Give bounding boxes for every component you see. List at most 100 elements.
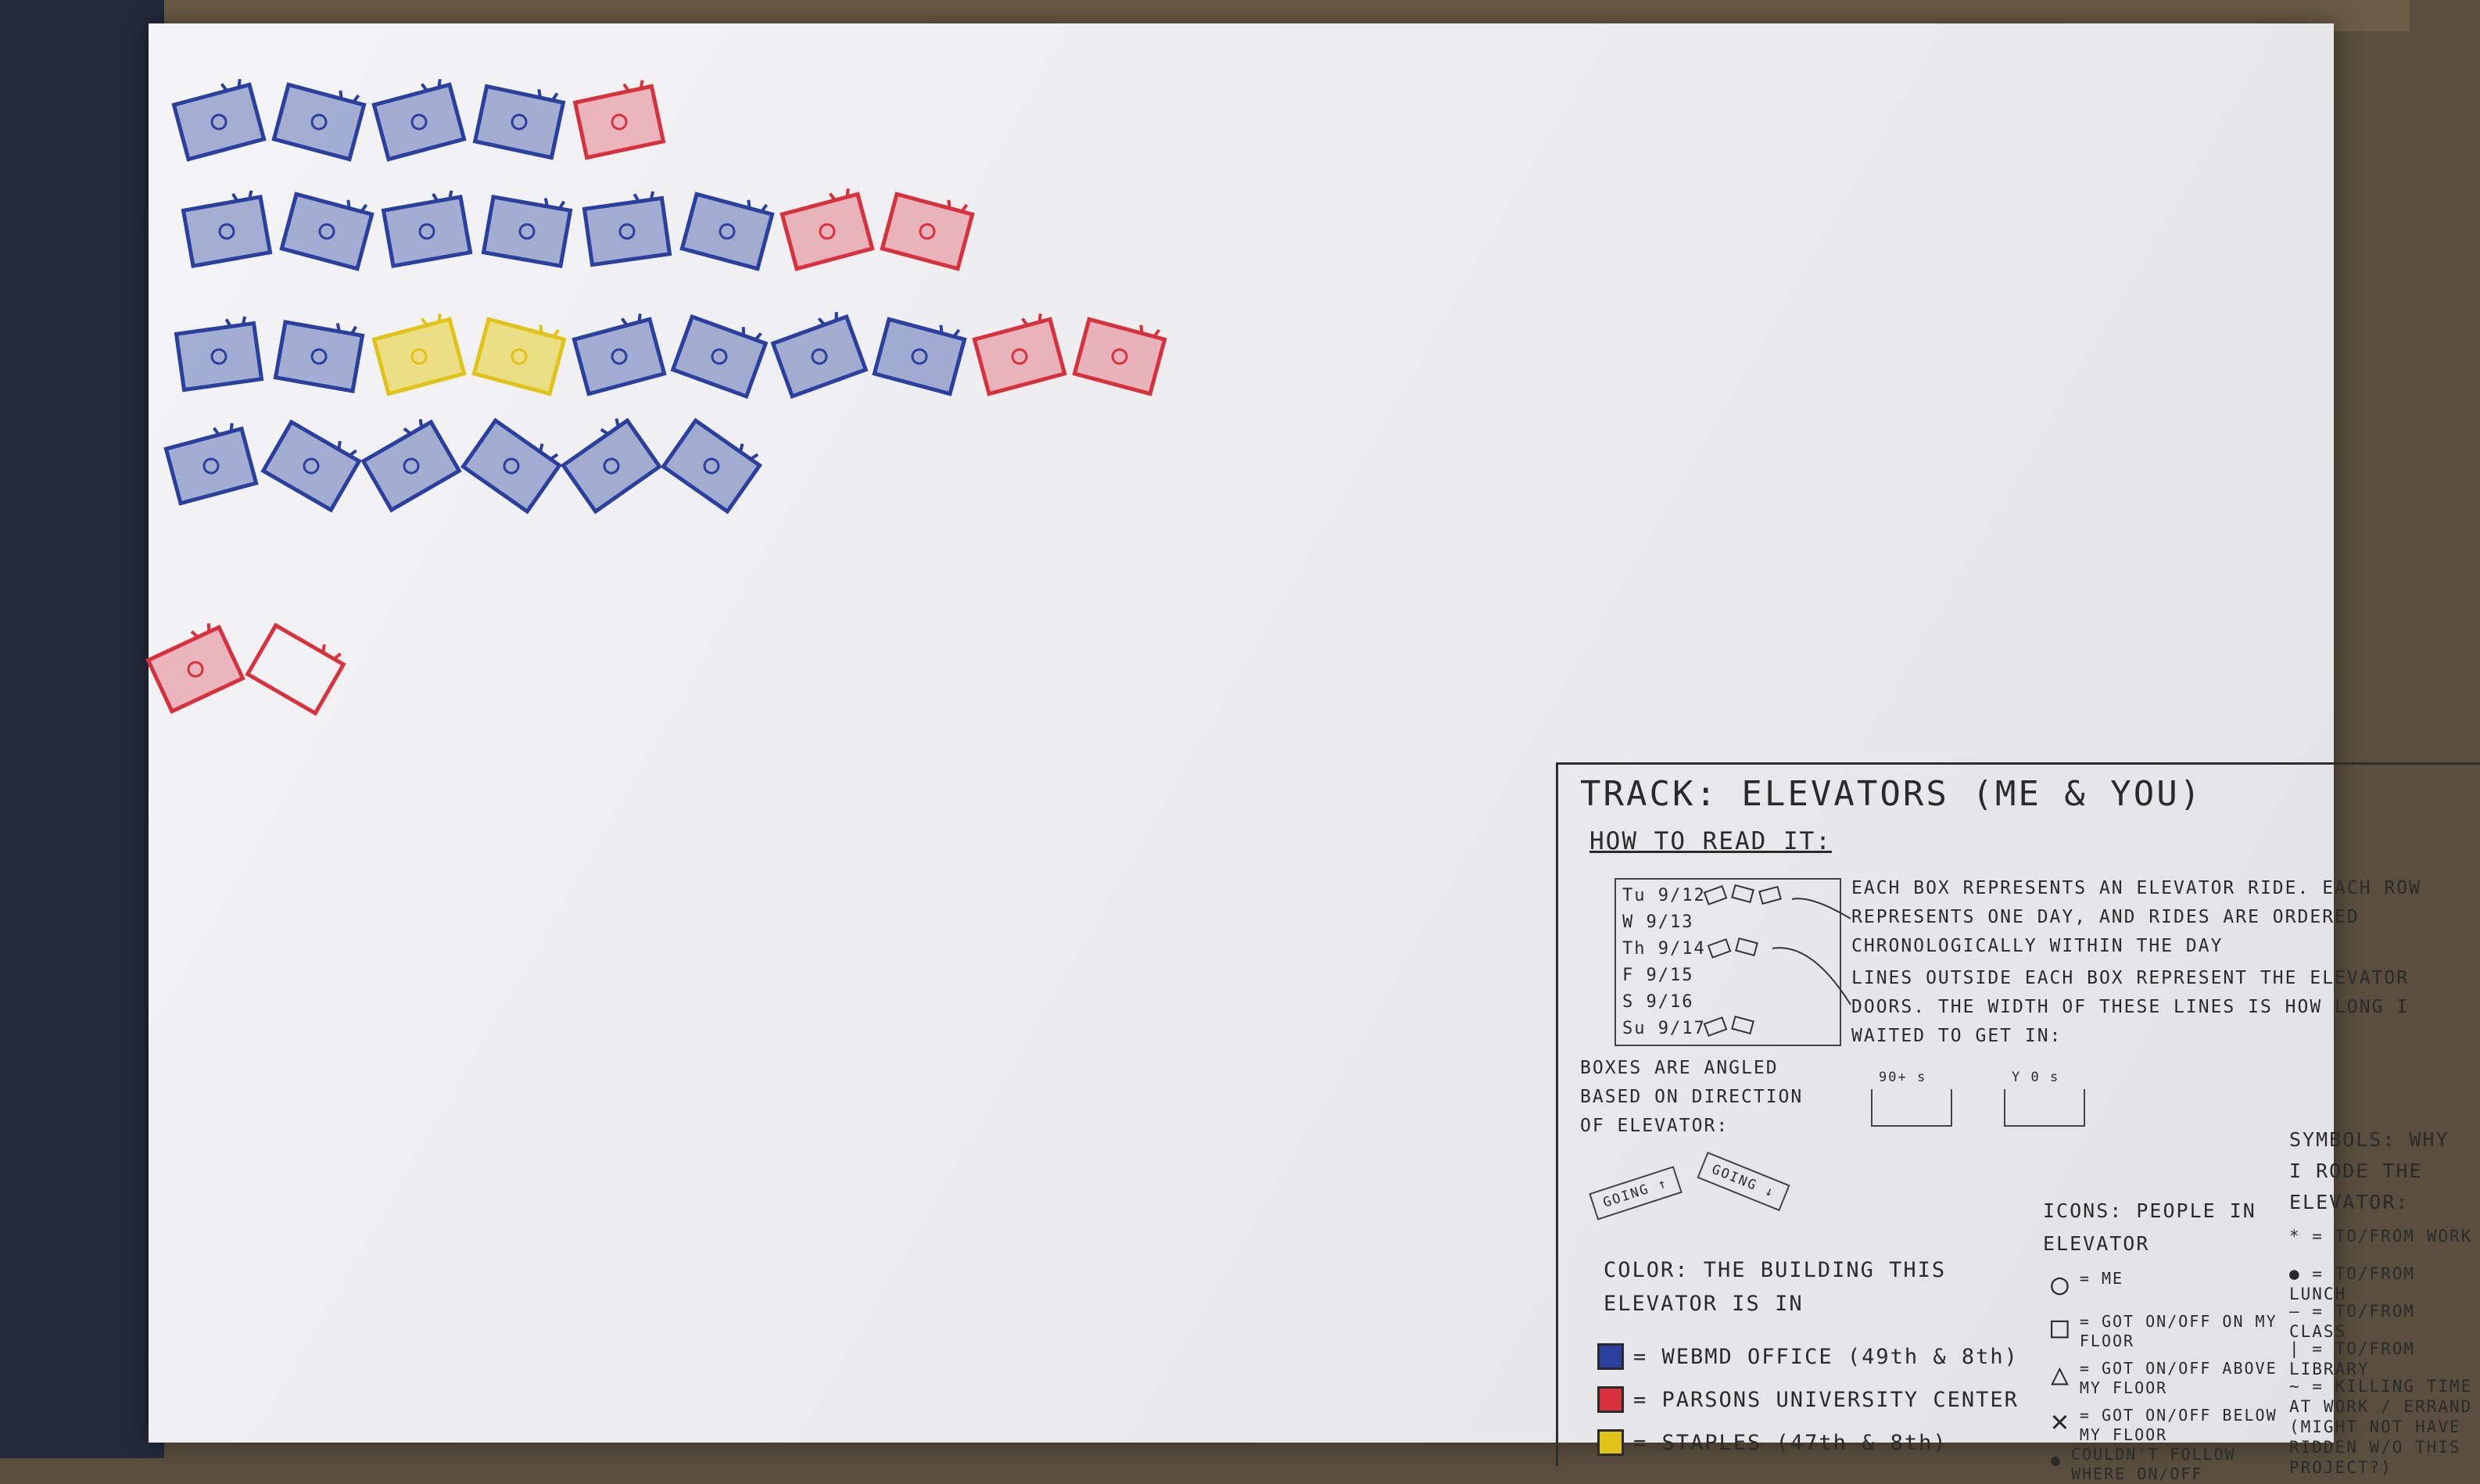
elevator-door-lines (335, 323, 358, 335)
me-circle-icon (303, 457, 320, 475)
elevator-box-outline (273, 319, 365, 394)
blue-swatch (1597, 1343, 1624, 1370)
elevator-door-lines (190, 623, 211, 639)
elevator-door-lines (337, 440, 357, 457)
elevator-door-lines (231, 190, 253, 203)
me-circle-icon (618, 223, 636, 240)
elevator-door-lines (224, 316, 247, 328)
me-circle-icon (410, 113, 428, 131)
yellow-swatch (1597, 1429, 1624, 1456)
square-icon: □ (2051, 1310, 2070, 1344)
elevator-box-outline (163, 426, 259, 506)
me-circle-icon (711, 348, 728, 365)
elevator-ride-box (181, 190, 273, 269)
elevator-door-lines (543, 198, 566, 210)
symbol-item-lunch: ● = TO/FROM LUNCH (2289, 1264, 2416, 1303)
color-item-label: = WEBMD OFFICE (49th & 8th) (1633, 1344, 2019, 1369)
me-circle-icon (611, 113, 628, 131)
elevator-ride-box (972, 313, 1067, 396)
me-circle-icon (310, 348, 328, 365)
elevator-ride-box (572, 313, 667, 396)
elevator-box-outline (679, 192, 775, 271)
me-circle-icon (403, 457, 420, 475)
elevator-ride-box (174, 316, 264, 393)
elevator-box-outline (471, 317, 567, 396)
elevator-door-lines (741, 327, 762, 341)
elevator-door-lines (321, 643, 342, 661)
icon-item-unknown: ● COULDN'T FOLLOW WHERE ON/OFF (2051, 1445, 2278, 1484)
elevator-ride-box (679, 192, 775, 271)
going-down-example: GOING ↓ (1697, 1152, 1790, 1211)
elevator-ride-box (279, 192, 375, 271)
elevator-door-lines (622, 80, 644, 92)
color-item-label: = PARSONS UNIVERSITY CENTER (1633, 1387, 2019, 1412)
elevator-ride-box (872, 317, 967, 396)
x-icon: ✕ (2051, 1403, 2070, 1438)
legend-title: TRACK: ELEVATORS (ME & YOU) (1580, 774, 2203, 814)
icon-item-label: COULDN'T FOLLOW WHERE ON/OFF (2071, 1445, 2236, 1483)
elevator-door-lines (339, 90, 360, 103)
elevator-ride-box (472, 84, 566, 160)
elevator-box-outline (560, 418, 663, 514)
icons-heading: ICONS: PEOPLE IN ELEVATOR (2043, 1199, 2256, 1255)
icon-item-label: = GOT ON/OFF ABOVE MY FLOOR (2079, 1359, 2278, 1397)
elevator-door-lines (346, 199, 368, 213)
rows-explanation: EACH BOX REPRESENTS AN ELEVATOR RIDE. EA… (1851, 878, 2421, 956)
elevator-box-outline (770, 314, 869, 400)
elevator-ride-box (245, 622, 346, 716)
elevator-box-outline (972, 317, 1067, 396)
elevator-ride-box (371, 78, 467, 162)
symbols-heading: SYMBOLS: WHY I RODE THE ELEVATOR: (2289, 1128, 2450, 1213)
mini-box (1731, 1015, 1754, 1035)
me-circle-icon (418, 223, 435, 240)
elevator-door-lines (539, 324, 561, 338)
dark-backing-board (0, 0, 164, 1458)
elevator-box-outline (660, 418, 763, 514)
elevator-door-lines (747, 199, 769, 213)
me-circle-icon (218, 223, 235, 240)
me-circle-icon (811, 348, 828, 365)
icon-item-above: △ = GOT ON/OFF ABOVE MY FLOOR (2051, 1359, 2278, 1398)
circle-icon: ○ (2051, 1267, 2070, 1301)
me-circle-icon (911, 348, 928, 365)
me-circle-icon (410, 348, 428, 365)
elevator-ride-box (271, 82, 367, 162)
me-circle-icon (210, 113, 228, 131)
me-circle-icon (518, 223, 536, 240)
elevator-box-outline (481, 194, 573, 269)
mini-day-label: Tu 9/12 (1622, 886, 1706, 905)
mini-box (1703, 885, 1728, 905)
mini-box (1731, 884, 1754, 904)
elevator-door-lines (1020, 313, 1042, 327)
elevator-ride-box (1072, 317, 1167, 396)
pointer-arrow (1772, 947, 1851, 1005)
icon-item-below: ✕ = GOT ON/OFF BELOW MY FLOOR (2051, 1406, 2278, 1445)
elevator-door-lines (212, 422, 234, 436)
elevator-ride-box (770, 312, 869, 400)
icon-item-label: = GOT ON/OFF ON MY FLOOR (2079, 1312, 2278, 1350)
elevator-box-outline (872, 317, 967, 396)
elevator-box-outline (245, 622, 346, 716)
mini-box (1703, 1016, 1728, 1037)
elevator-box-outline (181, 194, 273, 269)
mini-example: Tu 9/12 W 9/13 Th 9/14 F 9/15 S 9/16 Su … (1615, 878, 1851, 1046)
me-circle-icon (703, 457, 720, 475)
symbol-item-library: | = TO/FROM LIBRARY (2289, 1339, 2416, 1378)
elevator-ride-box (779, 188, 875, 271)
symbol-item-class: — = TO/FROM CLASS (2289, 1302, 2416, 1341)
mini-box (1735, 937, 1758, 957)
elevator-ride-box (260, 419, 362, 513)
elevator-ride-box (145, 623, 245, 715)
elevator-ride-box (371, 313, 467, 396)
me-circle-icon (819, 223, 836, 240)
elevator-ride-box (460, 418, 563, 514)
elevator-box-outline (271, 82, 367, 162)
elevator-box-outline (582, 195, 672, 267)
red-swatch (1597, 1386, 1624, 1413)
elevator-ride-box (660, 418, 763, 514)
elevator-box-outline (279, 192, 375, 271)
elevator-ride-drawings (145, 78, 1167, 716)
elevator-ride-box (163, 422, 259, 506)
dot-icon: ● (2051, 1450, 2062, 1469)
icon-item-my-floor: □ = GOT ON/OFF ON MY FLOOR (2051, 1312, 2278, 1351)
